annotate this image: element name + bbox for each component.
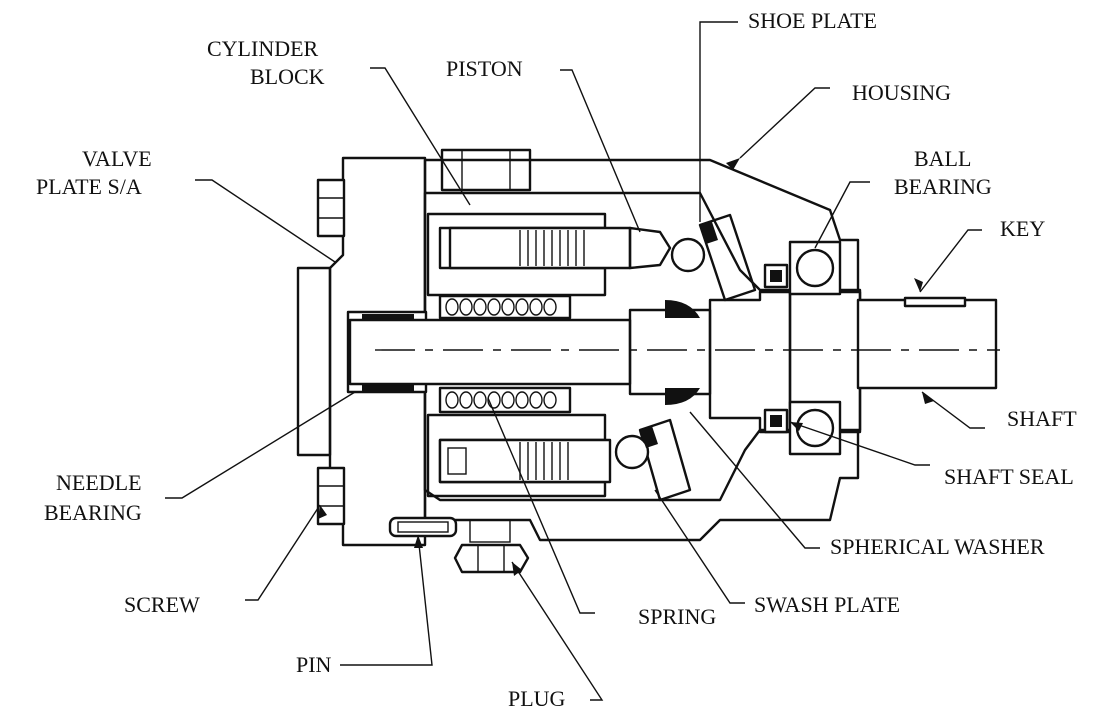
label-pin: PIN xyxy=(296,652,332,677)
label-ball-bearing-line1: BALL xyxy=(914,146,972,171)
plug xyxy=(453,519,530,574)
label-shaft: SHAFT xyxy=(1007,406,1077,431)
housing xyxy=(423,158,860,542)
label-housing: HOUSING xyxy=(852,80,951,105)
housing-boss-top xyxy=(440,148,532,192)
label-screw: SCREW xyxy=(124,592,200,617)
label-cylinder-block-line2: BLOCK xyxy=(250,64,325,89)
spring-upper xyxy=(438,294,572,320)
label-piston: PISTON xyxy=(446,56,523,81)
label-needle-bearing-line1: NEEDLE xyxy=(56,470,142,495)
key xyxy=(903,296,967,308)
label-spherical-washer: SPHERICAL WASHER xyxy=(830,534,1045,559)
screw-top xyxy=(316,178,346,238)
swash-plate-lower xyxy=(638,418,692,502)
arrow-heads xyxy=(318,158,934,576)
label-valve-plate-line1: VALVE xyxy=(82,146,152,171)
valve-flange xyxy=(296,266,332,457)
label-plug: PLUG xyxy=(508,686,566,711)
label-shoe-plate: SHOE PLATE xyxy=(748,8,877,33)
shoe-lower xyxy=(614,434,650,470)
label-needle-bearing-line2: BEARING xyxy=(44,500,142,525)
leader-lines xyxy=(165,21,985,701)
shoe-upper xyxy=(670,237,706,273)
piston-upper xyxy=(448,226,632,270)
label-shaft-seal: SHAFT SEAL xyxy=(944,464,1074,489)
piston-lower xyxy=(438,438,612,484)
spherical-washer xyxy=(665,300,700,318)
label-cylinder-block-line1: CYLINDER xyxy=(207,36,319,61)
pin xyxy=(388,516,458,538)
label-swash-plate: SWASH PLATE xyxy=(754,592,901,617)
label-ball-bearing-line2: BEARING xyxy=(894,174,992,199)
shaft-inner xyxy=(348,318,632,386)
label-key: KEY xyxy=(1000,216,1046,241)
label-valve-plate-line2: PLATE S/A xyxy=(36,174,142,199)
swash-plate-upper xyxy=(698,213,757,302)
label-spring: SPRING xyxy=(638,604,717,629)
